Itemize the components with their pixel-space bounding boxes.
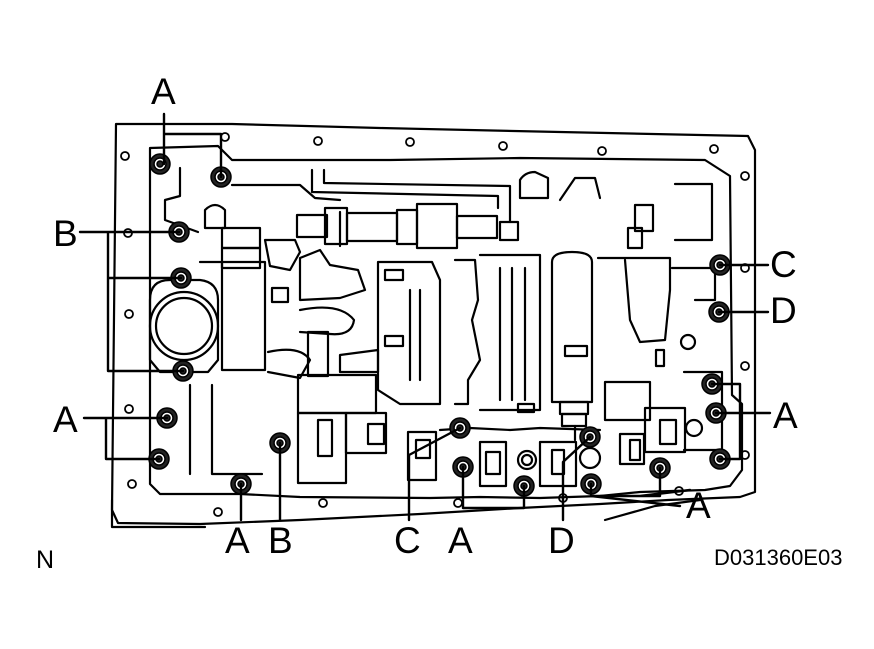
center-port-3 xyxy=(516,402,536,414)
right-hex-bolt xyxy=(684,418,704,438)
corner-note: N xyxy=(36,546,55,574)
solenoid-block-2-port xyxy=(316,418,334,458)
upper-channel-2 xyxy=(518,170,550,200)
upper-spool xyxy=(295,202,499,250)
label-right-c: C xyxy=(770,244,797,285)
right-block-1-port xyxy=(658,418,678,446)
right-channel-1 xyxy=(596,256,672,344)
right-spool xyxy=(550,250,594,442)
left-channel-2 xyxy=(203,203,227,230)
leader-bottom-a3 xyxy=(589,466,692,508)
lower-port-1-inner xyxy=(414,438,432,460)
right-port-3 xyxy=(654,348,666,368)
label-bottom-d: D xyxy=(548,520,575,561)
right-port-2 xyxy=(626,226,644,250)
center-valve-body xyxy=(376,260,442,406)
lower-port-2 xyxy=(478,440,508,488)
accumulator-ring-outer xyxy=(148,290,220,362)
plate-bottom-lip xyxy=(110,498,207,529)
label-top-a: A xyxy=(151,71,176,112)
leader-bottom-d xyxy=(561,435,592,522)
body-outline xyxy=(148,144,744,500)
label-left-b: B xyxy=(53,213,78,254)
leader-lines xyxy=(78,112,772,522)
left-channel-7 xyxy=(298,306,356,336)
left-valve-mid xyxy=(220,246,262,270)
label-left-a: A xyxy=(53,399,78,440)
accumulator-ring-inner xyxy=(154,296,214,356)
right-block-3 xyxy=(628,438,642,462)
label-bottom-a3: A xyxy=(686,485,711,526)
solenoid-block-2 xyxy=(296,411,348,485)
plate-outline xyxy=(110,122,757,526)
solenoid-block-3-port xyxy=(366,422,386,446)
center-port-1 xyxy=(383,268,405,282)
upper-channel-4 xyxy=(673,182,714,242)
label-right-d: D xyxy=(770,290,797,331)
center-channel-2 xyxy=(478,253,542,412)
upper-port xyxy=(498,220,520,242)
solenoid-block-3 xyxy=(344,411,388,455)
right-block-1 xyxy=(643,406,687,454)
leader-right-a xyxy=(710,382,772,461)
figure-id: D031360E03 xyxy=(714,545,843,570)
right-plug xyxy=(679,333,697,351)
leader-left-b xyxy=(78,230,185,373)
center-port-2 xyxy=(383,334,405,348)
label-bottom-a2: A xyxy=(448,520,473,561)
label-bottom-c: C xyxy=(394,520,421,561)
leader-top-a xyxy=(162,112,223,179)
left-channel-6 xyxy=(298,248,367,302)
lower-plug-2 xyxy=(578,446,602,470)
upper-channel-1 xyxy=(230,183,342,202)
center-channel-1 xyxy=(453,258,482,406)
left-valve-top xyxy=(220,226,262,250)
lower-plug-inner xyxy=(520,453,534,467)
left-port xyxy=(270,286,290,304)
leader-left-a xyxy=(82,416,169,461)
left-channel-3 xyxy=(198,260,267,372)
lower-plug xyxy=(516,449,538,471)
lower-port-2-inner xyxy=(484,450,502,476)
label-bottom-b: B xyxy=(268,520,293,561)
left-channel-5 xyxy=(263,238,302,272)
upper-channel-3 xyxy=(558,176,602,202)
left-channel-8 xyxy=(266,348,312,380)
right-port-1 xyxy=(633,203,655,233)
leader-bottom-a2 xyxy=(461,465,526,510)
right-block-2 xyxy=(618,432,646,466)
solenoid-block-1 xyxy=(296,373,378,415)
right-channel-3 xyxy=(603,380,652,422)
right-channel-2 xyxy=(670,266,717,302)
lower-port-3 xyxy=(538,440,578,488)
plate-bottom-lip-right xyxy=(603,498,702,522)
leader-bottom-c xyxy=(407,426,462,522)
label-bottom-a1: A xyxy=(225,520,250,561)
label-right-a: A xyxy=(773,395,798,436)
left-channel-4 xyxy=(188,383,264,476)
solenoid-stem xyxy=(306,330,330,378)
accumulator-housing xyxy=(148,278,220,374)
upper-tube xyxy=(310,168,512,224)
mid-channel-1 xyxy=(338,348,380,374)
